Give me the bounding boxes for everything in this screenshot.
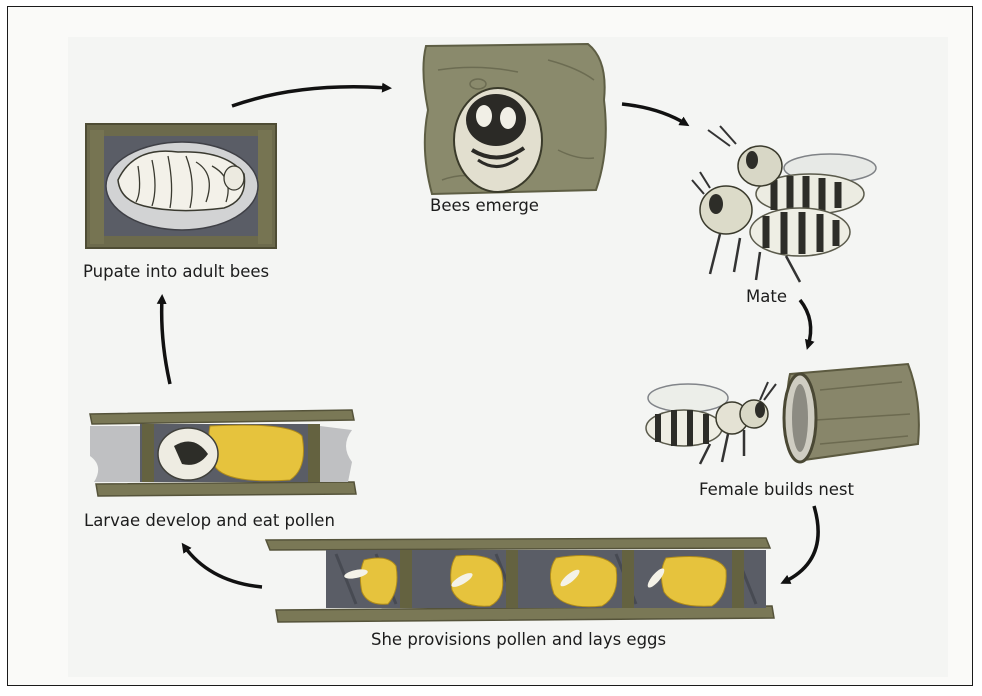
stage-label-female-builds-nest: Female builds nest — [699, 480, 854, 499]
stage-label-mate: Mate — [746, 287, 787, 306]
arrow-nest-to-provision — [784, 506, 818, 582]
arrow-emerge-to-mate — [622, 104, 686, 124]
arrow-mate-to-nest — [800, 300, 811, 346]
pupa-cell-illustration — [86, 122, 280, 252]
arrow-pupate-to-emerge — [232, 87, 388, 106]
stage-label-bees-emerge: Bees emerge — [430, 196, 539, 215]
stage-label-larvae: Larvae develop and eat pollen — [84, 511, 335, 530]
stage-label-provision: She provisions pollen and lays eggs — [371, 630, 666, 649]
female-nest-illustration — [640, 360, 930, 478]
stage-label-pupate: Pupate into adult bees — [83, 262, 269, 281]
arrow-provision-to-larvae — [184, 546, 262, 587]
arrow-larvae-to-pupate — [162, 298, 170, 384]
provision-tube-illustration — [266, 534, 776, 626]
larvae-tube-illustration — [90, 406, 360, 500]
emerging-bee-illustration — [418, 40, 614, 198]
mating-bees-illustration — [690, 124, 880, 284]
